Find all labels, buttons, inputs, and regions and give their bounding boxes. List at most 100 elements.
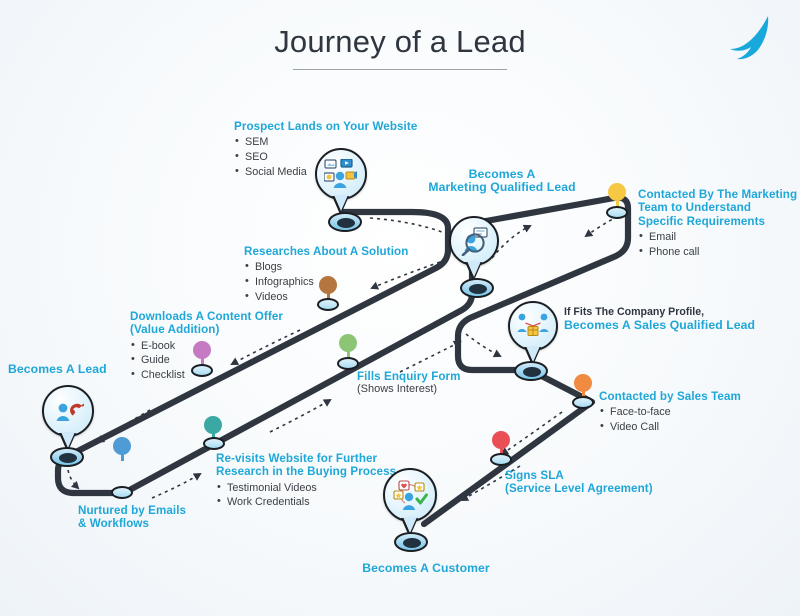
stage-fills-enquiry-form-text: Fills Enquiry Form (Shows Interest) [357,370,537,397]
pin-contacted-by-sales-team[interactable] [574,374,592,398]
stage-bullet-list: Blogs Infographics Videos [244,259,444,304]
pin-stem [581,390,585,398]
stage-heading: Becomes A Sales Qualified Lead [564,318,756,332]
stage-heading: Contacted by Sales Team [599,390,741,403]
customer-satisfaction-icon[interactable] [383,468,437,533]
list-item: Work Credentials [217,494,426,510]
pin-stem [326,292,330,300]
pin-stem [499,447,503,455]
node-disc-contacted-by-sales-team[interactable] [572,396,594,409]
customer-satisfaction-glyph [393,480,428,510]
stage-heading-line2: & Workflows [78,517,150,531]
stage-heading-line2: Team to Understand [638,201,752,215]
stage-heading-line1: Re-visits Website for Further [216,452,378,465]
stage-heading-line1: Contacted By The Marketing [638,188,798,201]
node-disc-contacted-by-marketing-team[interactable] [606,206,628,219]
stage-heading-line2: Research in the Buying Process [216,465,397,479]
stage-heading-line2: (Service Level Agreement) [505,482,653,496]
pin-balloon [339,334,357,352]
list-item: Social Media [235,164,434,180]
direction-arrow-13 [460,465,521,501]
media-share-icon[interactable] [315,148,367,211]
pin-balloon [193,341,211,359]
pin-balloon [608,183,626,201]
stage-heading-line1: Nurtured by Emails [78,504,187,517]
direction-arrow-1 [369,217,454,238]
stage-researches-about-a-solution-text: Researches About A Solution Blogs Infogr… [244,245,444,304]
magnifier-research-glyph [461,227,488,256]
list-item: E-book [131,338,320,354]
pin-re-visits-website[interactable] [204,416,222,440]
direction-arrow-5 [67,469,80,490]
bubble-tail [526,346,540,362]
pin-balloon [574,374,592,392]
stage-heading: Becomes A Lead [8,362,107,376]
pin-signs-sla[interactable] [492,431,510,455]
node-disc-researches-about-a-solution[interactable] [317,298,339,311]
node-disc-re-visits-website[interactable] [203,437,225,450]
stage-pretext: If Fits The Company Profile, [564,306,705,318]
road-segment-right-turn [454,194,632,374]
list-item: Testimonial Videos [217,480,426,496]
node-disc-becomes-a-customer[interactable] [394,532,429,553]
stage-re-visits-website-text: Re-visits Website for Further Research i… [216,452,426,510]
node-disc-prospect[interactable] [328,212,363,233]
stage-downloads-a-content-offer-text: Downloads A Content Offer (Value Additio… [130,310,320,383]
node-disc-sales-qualified-lead[interactable] [514,361,549,382]
stage-bullet-list: E-book Guide Checklist [130,338,320,383]
stage-bullet-list: Email Phone call [638,229,798,259]
media-share-glyph [324,159,357,188]
node-disc-fills-enquiry-form[interactable] [337,357,359,370]
direction-arrow-12 [500,411,563,456]
stage-contacted-by-sales-team-text: Contacted by Sales Team Face-to-face Vid… [599,390,799,435]
stage-bullet-list: Face-to-face Video Call [599,404,799,435]
node-disc-nurtured-by-emails[interactable] [111,486,133,499]
list-item: Face-to-face [600,404,799,420]
pin-balloon [319,276,337,294]
stage-heading-line1: Downloads A Content Offer [130,310,283,323]
page-title: Journey of a Lead [274,24,526,59]
pin-stem [200,357,204,365]
pin-stem [615,199,619,207]
pin-fills-enquiry-form[interactable] [339,334,357,358]
direction-arrow-6 [151,472,202,499]
node-disc-marketing-qualified-lead[interactable] [460,278,495,299]
stage-nurtured-by-emails-text: Nurtured by Emails & Workflows [78,504,228,531]
pin-stem [211,432,215,440]
pin-contacted-by-marketing-team[interactable] [608,183,626,207]
magnet-lead-glyph [56,403,84,421]
pin-researches-about-a-solution[interactable] [319,276,337,300]
seagull-logo-icon [730,16,769,60]
pin-downloads-a-content-offer[interactable] [193,341,211,365]
stage-contacted-by-marketing-team-text: Contacted By The Marketing Team to Under… [638,188,798,259]
bubble-tail [403,517,417,533]
stage-heading-line1: Signs SLA [505,469,564,482]
node-disc-downloads-a-content-offer[interactable] [191,364,213,377]
stage-heading: Researches About A Solution [244,245,409,258]
stage-subtext: (Shows Interest) [357,383,438,396]
pin-stem [120,453,124,461]
list-item: Video Call [600,419,799,435]
title-underline [293,69,507,70]
stage-heading-line1: Becomes A [468,167,536,181]
stage-heading: Prospect Lands on Your Website [234,120,418,133]
magnifier-research-icon[interactable] [449,216,499,277]
bubble-tail [467,261,481,277]
pin-balloon [492,431,510,449]
node-disc-signs-sla[interactable] [490,453,512,466]
node-disc-becomes-a-lead[interactable] [50,447,85,468]
handshake-deal-icon[interactable] [508,301,558,362]
stage-heading: Becomes A Customer [362,561,490,575]
pin-balloon [204,416,222,434]
pin-stem [346,350,350,358]
stage-becomes-sales-qualified-lead-text: If Fits The Company Profile, Becomes A S… [564,306,794,332]
pin-balloon [113,437,131,455]
stage-bullet-list: Testimonial Videos Work Credentials [216,480,426,510]
stage-heading: Fills Enquiry Form [357,370,461,383]
list-item: SEM [235,134,434,150]
list-item: Guide [131,352,320,368]
magnet-lead-icon[interactable] [42,385,94,448]
stage-heading-line3: Specific Requirements [638,214,766,228]
pin-nurtured-by-emails[interactable] [113,437,131,461]
